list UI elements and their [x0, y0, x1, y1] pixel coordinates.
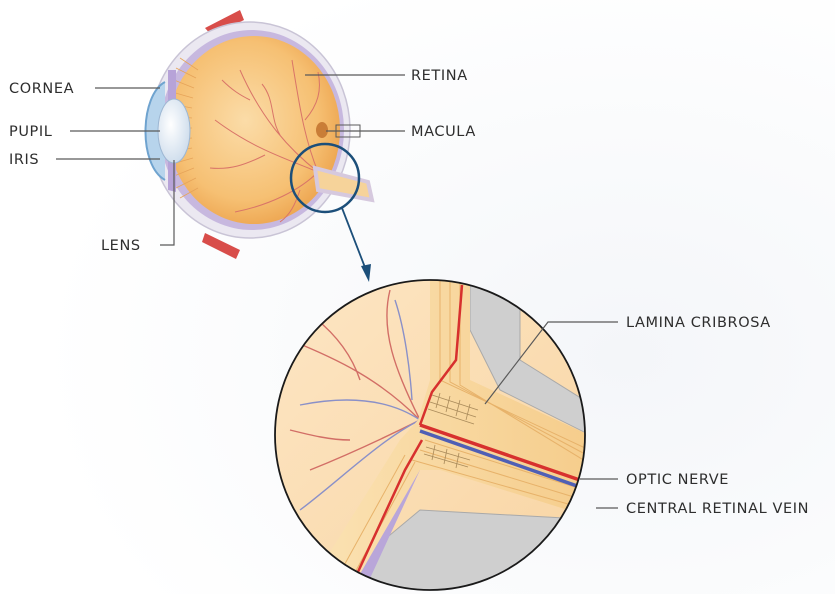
label-pupil: PUPIL [9, 124, 52, 140]
lens [158, 99, 190, 163]
label-central-retinal-vein: CENTRAL RETINAL VEIN [626, 501, 809, 517]
label-lens: LENS [101, 238, 141, 254]
label-lamina-cribrosa: LAMINA CRIBROSA [626, 315, 771, 331]
label-macula: MACULA [411, 124, 476, 140]
macula-spot [316, 122, 328, 138]
label-iris: IRIS [9, 152, 39, 168]
vitreous-body [168, 36, 340, 224]
label-retina: RETINA [411, 68, 468, 84]
label-cornea: CORNEA [9, 81, 74, 97]
label-optic-nerve: OPTIC NERVE [626, 472, 729, 488]
